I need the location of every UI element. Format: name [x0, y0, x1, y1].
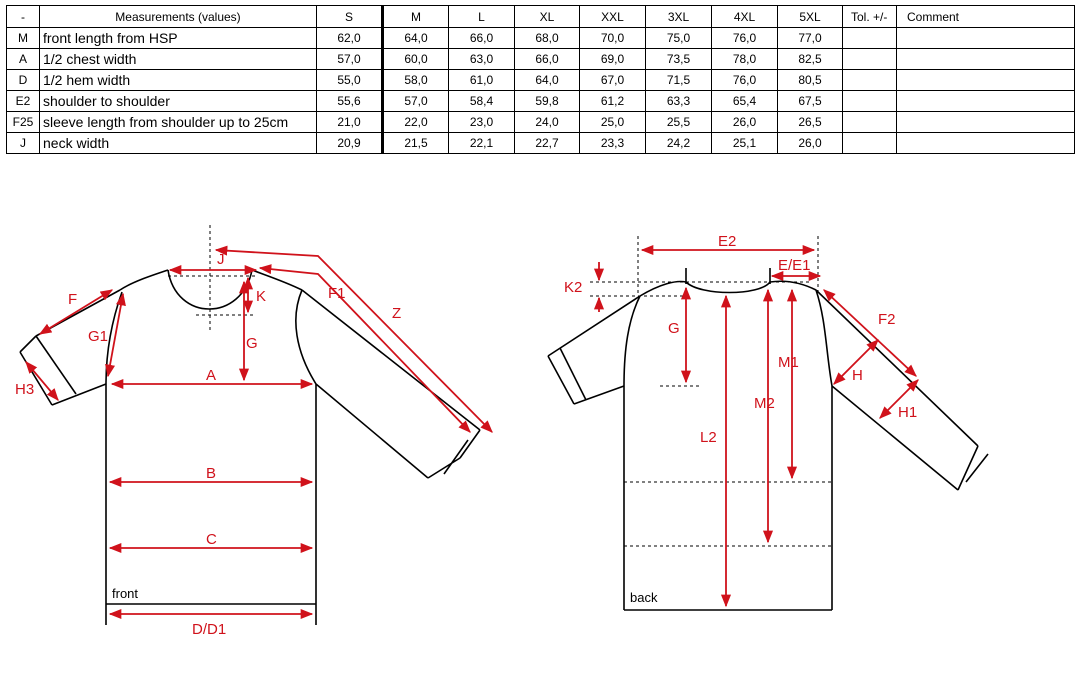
size-value: 25,1: [711, 132, 778, 154]
label-J: J: [217, 251, 225, 268]
label-G-back: G: [668, 320, 680, 337]
size-value: 25,0: [579, 111, 646, 133]
row-label: sleeve length from shoulder up to 25cm: [39, 111, 317, 133]
size-value: 22,1: [448, 132, 515, 154]
label-A: A: [206, 367, 216, 384]
comment-cell: [896, 132, 1075, 154]
row-label: front length from HSP: [39, 27, 317, 49]
front-labels: J K F G1 G F1 Z H3 A B C D/D1 front: [15, 251, 401, 638]
row-code: F25: [6, 111, 40, 133]
size-value: 58,4: [448, 90, 515, 112]
size-value: 68,0: [514, 27, 580, 49]
back-caption: back: [630, 590, 658, 605]
front-caption: front: [112, 586, 138, 601]
label-L2: L2: [700, 429, 717, 446]
label-G: G: [246, 335, 258, 352]
label-F: F: [68, 291, 77, 308]
size-value: 60,0: [382, 48, 449, 70]
size-value: 24,2: [645, 132, 712, 154]
size-value: 21,5: [382, 132, 449, 154]
header-size: XL: [514, 5, 580, 28]
label-E2: E2: [718, 233, 736, 250]
size-value: 67,5: [777, 90, 843, 112]
back-labels: E2 E/E1 K2 G M1 M2 L2 F2 H H1 back: [564, 233, 917, 605]
row-label: shoulder to shoulder: [39, 90, 317, 112]
size-value: 61,2: [579, 90, 646, 112]
front-garment-outline: [19, 269, 481, 625]
size-value: 20,9: [316, 132, 384, 154]
table-header-row: - Measurements (values) S M L XL XXL 3XL…: [6, 5, 1075, 28]
size-value: 61,0: [448, 69, 515, 91]
label-F1: F1: [328, 285, 346, 302]
label-C: C: [206, 531, 217, 548]
front-dimensions: [25, 245, 493, 620]
row-label: neck width: [39, 132, 317, 154]
size-value: 63,3: [645, 90, 712, 112]
label-H: H: [852, 367, 863, 384]
label-D: D/D1: [192, 621, 226, 638]
label-E-E1: E/E1: [778, 257, 811, 274]
label-H1: H1: [898, 404, 917, 421]
header-size: XXL: [579, 5, 646, 28]
header-tolerance: Tol. +/-: [842, 5, 897, 28]
size-table: - Measurements (values) S M L XL XXL 3XL…: [6, 5, 1075, 154]
size-value: 26,5: [777, 111, 843, 133]
label-K2: K2: [564, 279, 582, 296]
size-value: 57,0: [382, 90, 449, 112]
label-B: B: [206, 465, 216, 482]
size-value: 67,0: [579, 69, 646, 91]
label-G1: G1: [88, 328, 108, 345]
size-value: 80,5: [777, 69, 843, 91]
label-F2: F2: [878, 311, 896, 328]
label-M2: M2: [754, 395, 775, 412]
front-guides: [168, 225, 256, 330]
label-K: K: [256, 288, 266, 305]
back-dimensions: [593, 244, 919, 608]
label-M1: M1: [778, 354, 799, 371]
label-Z: Z: [392, 305, 401, 322]
label-H3: H3: [15, 381, 34, 398]
back-guides: [590, 236, 832, 547]
